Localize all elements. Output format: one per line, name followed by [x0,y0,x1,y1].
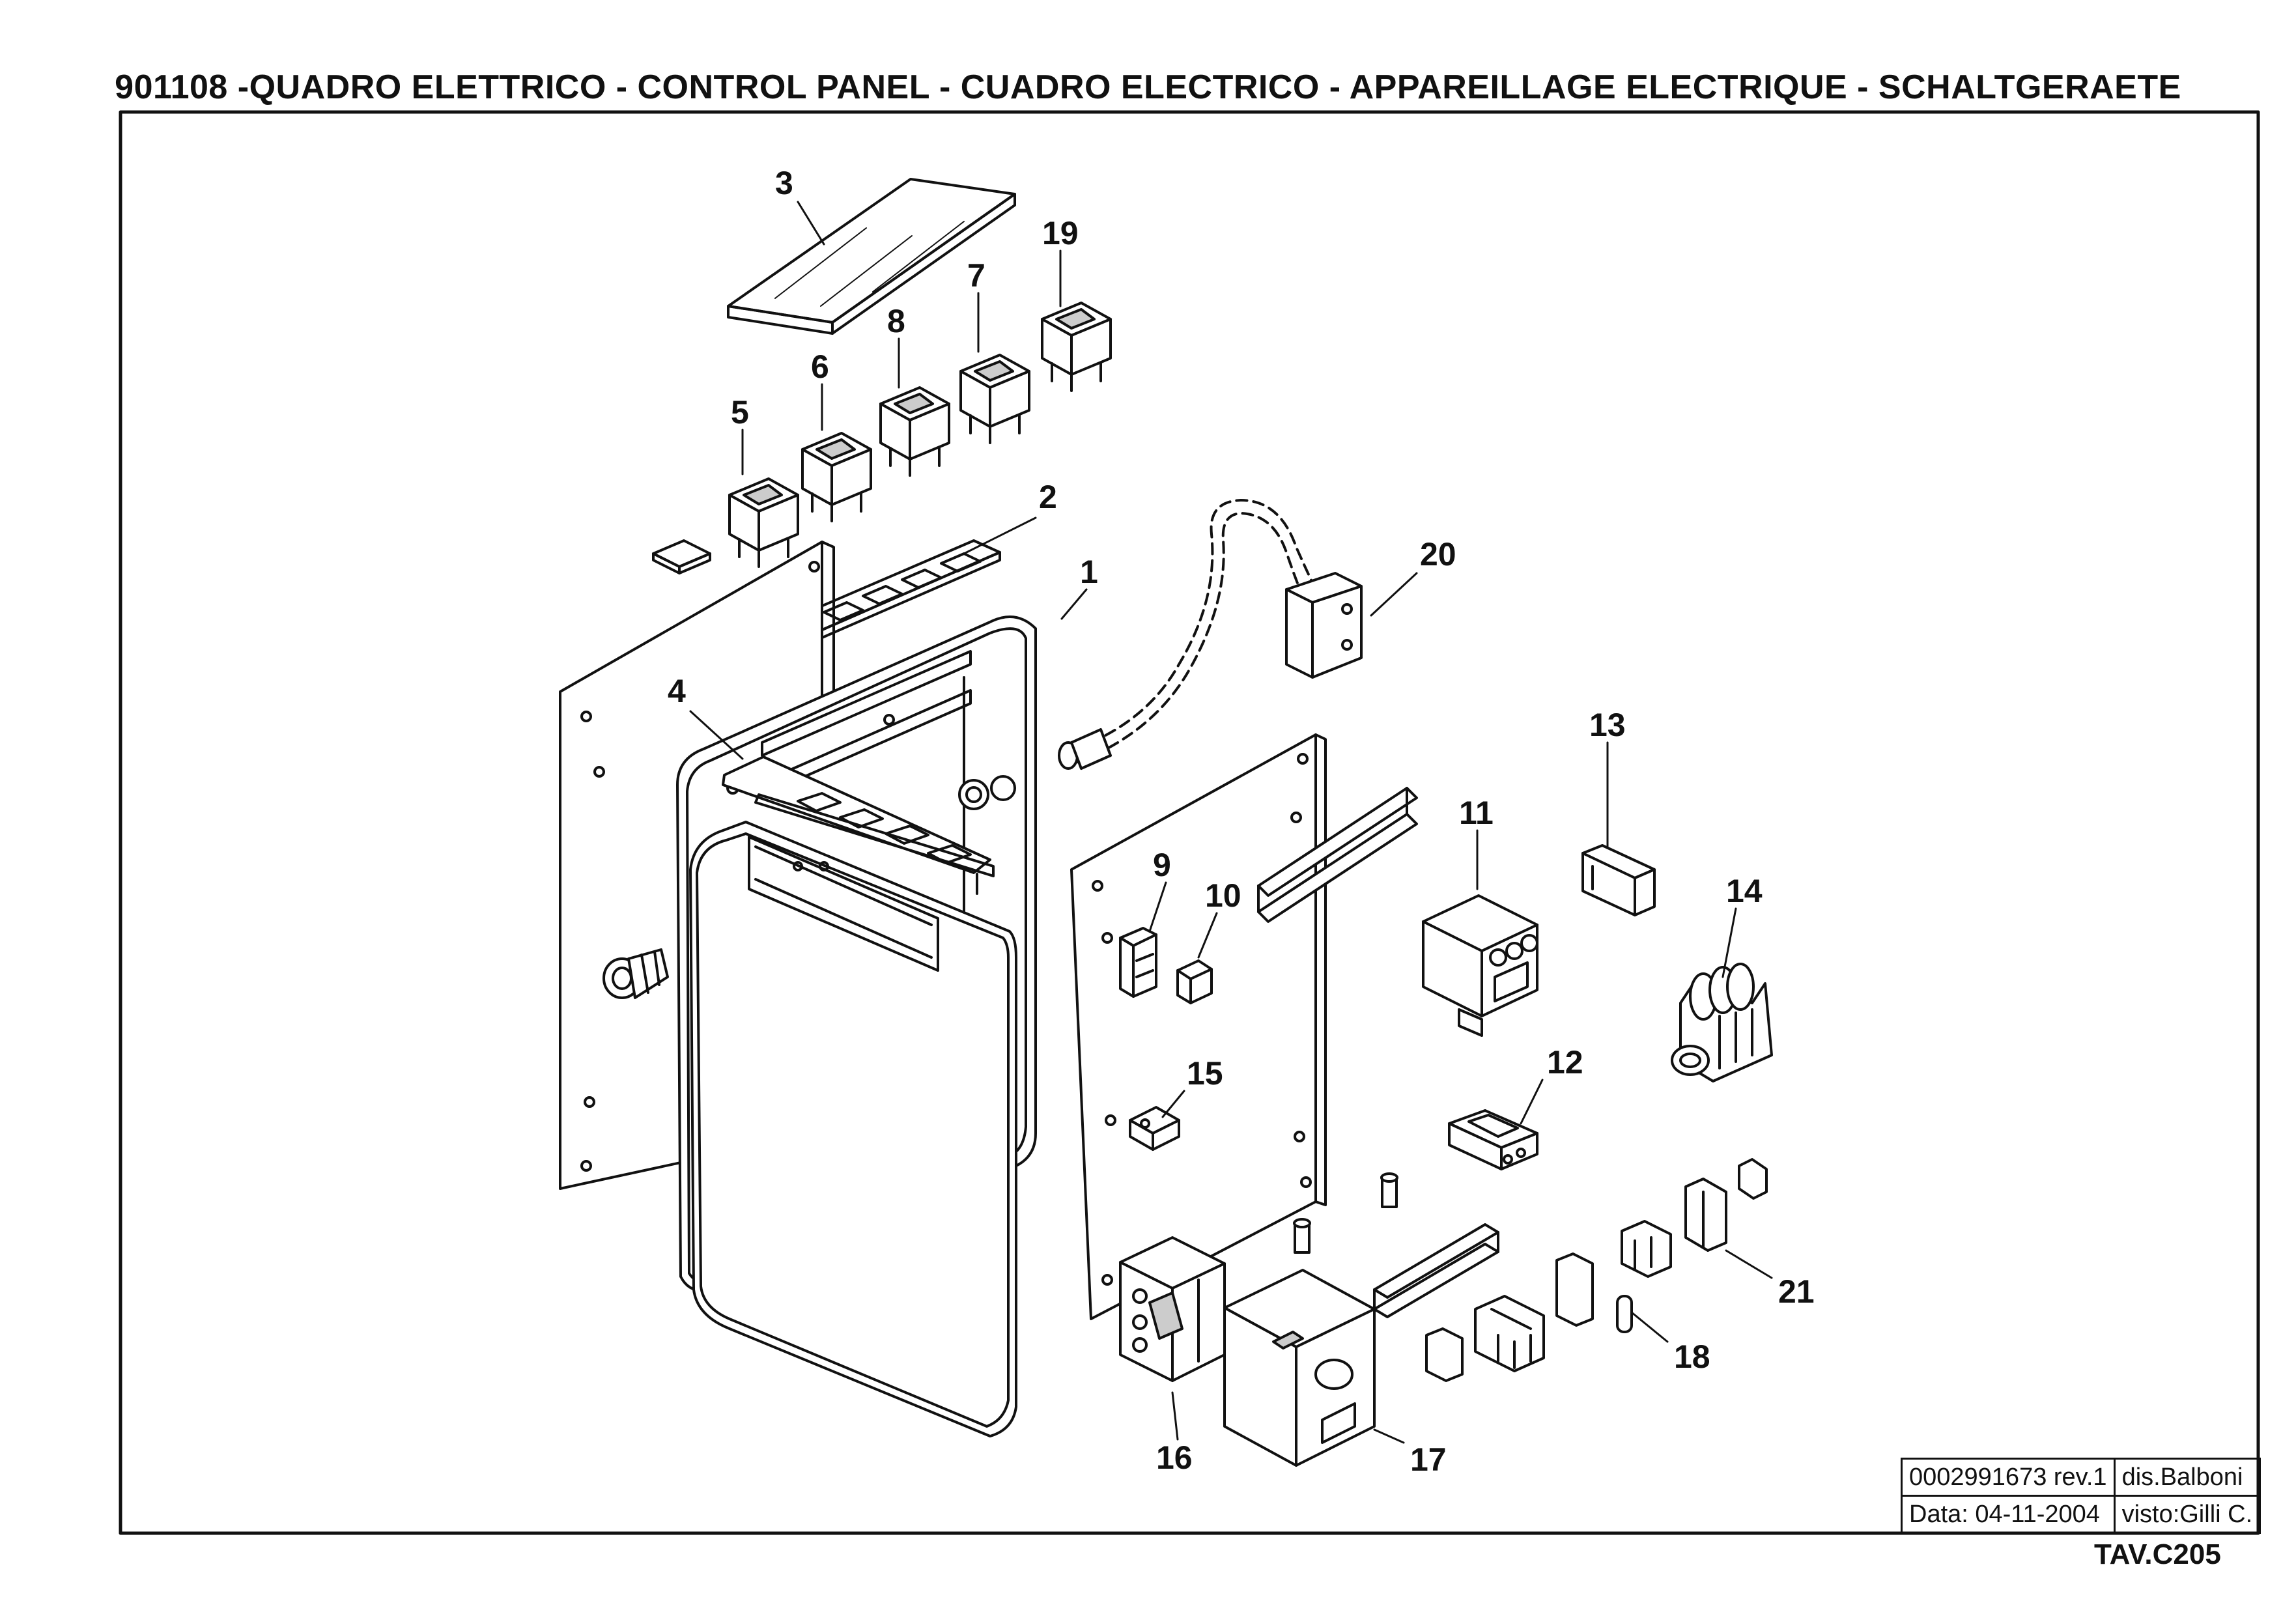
part-cover-glass [727,178,1016,335]
callout-6: 6 [811,348,829,385]
part-transformer-17 [1223,1269,1376,1467]
callouts: 1 2 3 4 5 6 7 8 9 10 11 12 13 14 15 16 1… [668,165,1815,1478]
part-switch-plate-lower [722,756,995,895]
part-mounting-plate [1070,733,1327,1320]
part-din-rail-lower [1373,1223,1499,1318]
part-cable-assembly [1058,499,1363,770]
callout-21: 21 [1778,1273,1815,1310]
callout-19: 19 [1042,215,1079,251]
callout-17: 17 [1410,1441,1447,1478]
callout-14: 14 [1726,873,1763,909]
callout-20: 20 [1420,536,1456,573]
sheet-code: TAV.C205 [2094,1538,2221,1570]
callout-8: 8 [887,303,905,339]
callout-13: 13 [1589,707,1626,743]
callout-11: 11 [1459,795,1494,831]
callout-15: 15 [1187,1055,1223,1092]
part-relay-9 [1119,927,1157,998]
drawing-frame [119,110,2260,1535]
callout-4: 4 [668,673,686,709]
callout-5: 5 [731,394,749,431]
part-standoffs [1293,1172,1398,1254]
part-terminal-cluster [1425,1220,1672,1382]
leader-lines [689,201,1773,1444]
drawing-date: Data: 04-11-2004 [1901,1495,2116,1534]
part-switches [652,302,1112,574]
callout-7: 7 [967,257,985,294]
drawn-by: dis.Balboni [2113,1458,2261,1497]
part-component-10 [1176,959,1213,1004]
part-end-stop-21 [1684,1158,1768,1252]
callout-16: 16 [1156,1439,1193,1476]
checked-by: visto:Gilli C. [2113,1495,2261,1534]
callout-3: 3 [775,165,793,201]
part-socket-12 [1448,1109,1538,1170]
callout-18: 18 [1674,1338,1710,1375]
callout-2: 2 [1039,479,1057,515]
part-front-cover [689,821,1017,1437]
part-contactor-11 [1422,894,1538,1037]
part-din-rail [1257,787,1418,923]
callout-10: 10 [1205,877,1241,914]
part-fuse-holder-13 [1581,844,1656,916]
sheet-title: 901108 -QUADRO ELETTRICO - CONTROL PANEL… [115,68,2181,106]
doc-number: 0002991673 rev.1 [1901,1458,2116,1497]
title-block: 0002991673 rev.1 dis.Balboni Data: 04-11… [1901,1458,2261,1534]
callout-1: 1 [1080,554,1098,590]
part-terminal-14 [1671,963,1773,1082]
callout-9: 9 [1153,847,1171,883]
part-clamp-15 [1129,1106,1180,1151]
part-terminal-board-16 [1119,1236,1226,1382]
callout-12: 12 [1547,1044,1583,1081]
part-cable-gland-left [602,948,669,999]
